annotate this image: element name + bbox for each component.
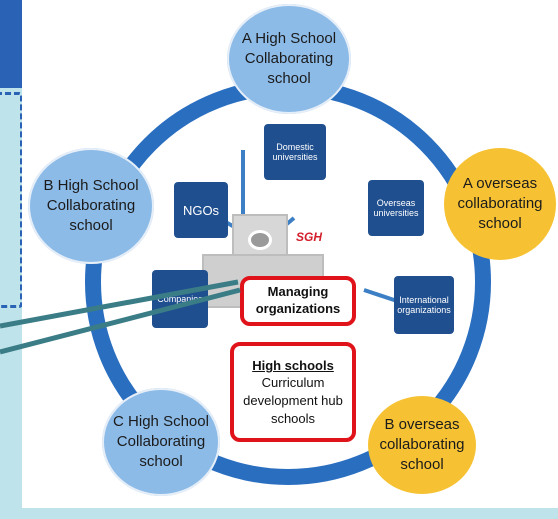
- managing-organizations-box: Managing organizations: [240, 276, 356, 326]
- partner-domestic-universities: Domestic universities: [264, 124, 326, 180]
- node-a-overseas-label: A overseas collaborating school: [457, 174, 543, 233]
- partner-international-organizations: International organizations: [394, 276, 454, 334]
- node-b-overseas-label: B overseas collaborating school: [379, 415, 465, 474]
- left-background-strip: [0, 0, 18, 519]
- partner-international-label: International organizations: [397, 295, 451, 315]
- sgh-logo: SGH: [296, 230, 323, 244]
- node-b-high-school-label: B High School Collaborating school: [43, 176, 139, 235]
- partner-ngos-label: NGOs: [182, 202, 220, 218]
- partner-companies: Companies: [152, 270, 208, 328]
- high-schools-box: High schools Curriculum development hub …: [230, 342, 356, 442]
- node-c-high-school: C High School Collaborating school: [102, 388, 220, 496]
- node-a-high-school-label: A High School Collaborating school: [241, 29, 337, 88]
- node-b-overseas: B overseas collaborating school: [368, 396, 476, 494]
- partner-domestic-label: Domestic universities: [272, 142, 318, 162]
- partner-ngos: NGOs: [174, 182, 228, 238]
- high-schools-title: High schools: [252, 357, 334, 373]
- partner-overseas-label: Overseas universities: [373, 198, 419, 218]
- high-schools-subtitle: Curriculum development hub schools: [243, 375, 343, 426]
- node-c-high-school-label: C High School Collaborating school: [113, 412, 209, 471]
- left-blue-tab: [0, 0, 22, 88]
- left-dashed-frame: [0, 92, 23, 308]
- node-a-high-school: A High School Collaborating school: [227, 4, 351, 114]
- partner-overseas-universities: Overseas universities: [368, 180, 424, 236]
- diagram-panel: SGH A High School Collaborating school B…: [22, 0, 558, 508]
- node-b-high-school: B High School Collaborating school: [28, 148, 154, 264]
- managing-organizations-label: Managing organizations: [255, 284, 341, 316]
- partner-companies-label: Companies: [157, 294, 203, 304]
- node-a-overseas: A overseas collaborating school: [444, 148, 556, 260]
